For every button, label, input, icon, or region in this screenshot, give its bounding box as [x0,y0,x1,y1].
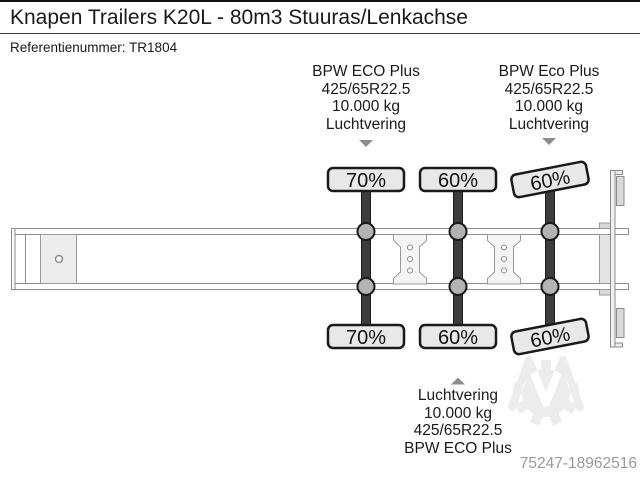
axle-1-bar [361,174,371,340]
axle-1-load-top: 70% [346,170,386,192]
suspension-mount [448,277,468,296]
reference-number: Referentienummer: TR1804 [10,40,178,55]
bolt-hole [407,256,413,262]
rear-frame-plate [610,170,616,348]
axle-2-tire-top: 60% [418,166,498,193]
axle-2-bar [453,174,463,340]
rear-light-block-top [616,176,625,206]
chassis-rail-bottom [11,283,629,290]
annotation-pointers [359,138,556,385]
pointer-up-icon [451,377,465,385]
annotation-line: Luchtvering [417,387,499,404]
axle-2-tire-bottom: 60% [418,323,498,350]
annotation-line: BPW Eco Plus [498,63,600,80]
bolt-hole [407,267,413,274]
rear-bumper-assembly [599,170,625,348]
axle-2-load-bottom: 60% [438,327,478,349]
annotation-line: 10.000 kg [514,98,584,115]
annotation-axle-3: BPW Eco Plus 425/65R22.5 10.000 kg Lucht… [454,63,640,133]
axle-1-tire-top: 70% [326,166,406,193]
axle-1-load-bottom: 70% [346,327,386,349]
kingpin [54,254,64,264]
suspension-mount [356,222,376,241]
annotation-line: Luchtvering [508,115,590,133]
annotation-axle-2: Luchtvering 10.000 kg 425/65R22.5 BPW EC… [363,387,553,457]
annotation-line: 425/65R22.5 [321,80,411,98]
crossmember-plate-1 [393,234,427,285]
annotation-line: BPW ECO Plus [404,439,512,457]
annotation-line: Luchtvering [325,115,407,133]
title-divider [0,33,640,34]
suspension-mount [540,277,560,296]
annotation-line: 425/65R22.5 [504,80,594,98]
bolt-hole [501,244,507,251]
axle-bars [361,174,555,340]
bolt-hole [407,244,413,251]
axle-3-tire-bottom-steering: 60% [510,317,590,356]
watermark-number: 75247-18962516 [519,455,637,472]
pointer-down-icon [359,140,373,147]
annotation-line: 10.000 kg [331,98,401,115]
axle-1-tire-bottom: 70% [326,323,406,350]
annotation-line: BPW ECO Plus [312,63,420,80]
bolt-hole [501,267,507,274]
suspension-mount [540,222,560,241]
annotation-axle-1: BPW ECO Plus 425/65R22.5 10.000 kg Lucht… [271,63,461,133]
rear-light-block-bottom [616,308,625,338]
watermark-gear-icon [508,356,584,426]
chassis-frame [11,170,629,348]
axle-2-load-top: 60% [438,170,478,192]
annotation-line: 425/65R22.5 [413,422,503,439]
chassis-front-cap [11,228,16,290]
top-border-line [0,0,640,2]
suspension-mount [448,222,468,241]
tires: 70% 70% 60% 60% 60% 60% [326,160,590,356]
suspension-mounts [356,222,560,296]
axle-3-bar [545,174,555,340]
chassis-rail-top [11,228,629,235]
annotation-line: 10.000 kg [423,404,493,422]
pointer-down-icon [542,138,556,145]
bolt-hole [501,256,507,262]
suspension-mount [356,277,376,296]
page-title: Knapen Trailers K20L - 80m3 Stuuras/Lenk… [10,6,468,29]
axle-3-tire-top-steering: 60% [510,160,590,199]
crossmember-plate-2 [487,234,521,285]
